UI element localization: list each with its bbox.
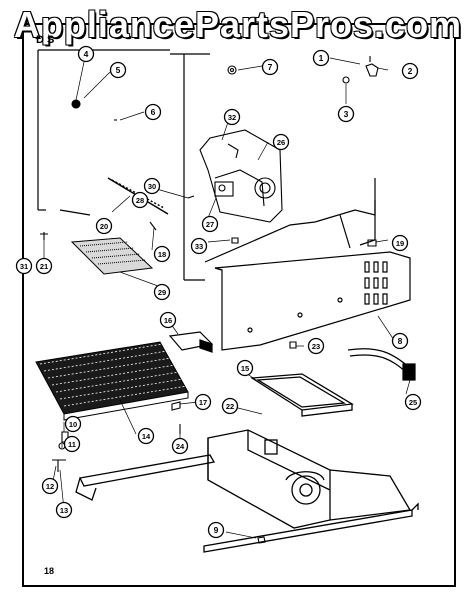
callout-circle-2 bbox=[401, 62, 419, 80]
callout-circle-15 bbox=[236, 359, 254, 377]
callout-label-33: 33 bbox=[195, 242, 203, 251]
section-mark: D S bbox=[36, 34, 55, 46]
callout-label-11: 11 bbox=[68, 440, 76, 449]
callout-circle-26 bbox=[272, 133, 290, 151]
condenser-coil bbox=[35, 341, 189, 421]
callout-circle-7 bbox=[261, 58, 279, 76]
callout-label-22: 22 bbox=[226, 402, 234, 411]
callout-label-6: 6 bbox=[151, 107, 156, 117]
callout-circle-25 bbox=[404, 393, 422, 411]
callout-label-31: 31 bbox=[20, 262, 28, 271]
callout-label-9: 9 bbox=[214, 525, 219, 535]
callout-label-3: 3 bbox=[344, 109, 349, 119]
coil-bracket bbox=[168, 331, 214, 353]
callout-label-24: 24 bbox=[176, 442, 185, 451]
callout-label-19: 19 bbox=[396, 239, 404, 248]
callout-circle-9 bbox=[207, 521, 225, 539]
callout-circle-12 bbox=[41, 477, 59, 495]
callout-circle-31 bbox=[15, 257, 33, 275]
callout-label-15: 15 bbox=[241, 364, 249, 373]
cabinet-outline bbox=[37, 49, 210, 281]
callout-label-16: 16 bbox=[164, 316, 172, 325]
page-border bbox=[22, 23, 456, 587]
back-cover-panel bbox=[214, 251, 411, 351]
callout-label-18: 18 bbox=[158, 250, 166, 259]
callout-label-21: 21 bbox=[40, 262, 48, 271]
base-frame bbox=[207, 429, 412, 529]
callout-circle-6 bbox=[144, 103, 162, 121]
callout-label-1: 1 bbox=[319, 53, 324, 63]
callout-label-23: 23 bbox=[312, 342, 320, 351]
callout-label-7: 7 bbox=[268, 62, 273, 72]
callout-circle-28 bbox=[131, 191, 149, 209]
callout-circle-30 bbox=[143, 177, 161, 195]
callout-circle-22 bbox=[221, 397, 239, 415]
callout-label-8: 8 bbox=[398, 336, 403, 346]
callout-circle-32 bbox=[223, 108, 241, 126]
callout-circle-3 bbox=[337, 105, 355, 123]
callout-circle-20 bbox=[95, 217, 113, 235]
callout-label-28: 28 bbox=[136, 196, 144, 205]
drain-tray bbox=[250, 373, 354, 417]
callout-label-5: 5 bbox=[116, 65, 121, 75]
callout-circle-23 bbox=[307, 337, 325, 355]
callout-label-20: 20 bbox=[100, 222, 108, 231]
callout-label-12: 12 bbox=[46, 482, 54, 491]
callout-circle-1 bbox=[312, 49, 330, 67]
callout-circle-4 bbox=[77, 45, 95, 63]
callout-circle-8 bbox=[391, 332, 409, 350]
callout-label-30: 30 bbox=[148, 182, 156, 191]
callout-label-2: 2 bbox=[408, 66, 413, 76]
callout-circle-29 bbox=[153, 283, 171, 301]
callout-label-10: 10 bbox=[69, 420, 77, 429]
callout-label-14: 14 bbox=[142, 432, 151, 441]
drain-pan-grid bbox=[70, 237, 154, 275]
power-cord bbox=[347, 348, 416, 381]
callout-circle-24 bbox=[171, 437, 189, 455]
leader-lines bbox=[43, 57, 411, 539]
callout-circle-17 bbox=[194, 393, 212, 411]
callout-label-25: 25 bbox=[409, 398, 417, 407]
callout-circle-10 bbox=[64, 415, 82, 433]
callout-label-26: 26 bbox=[277, 138, 285, 147]
callout-label-4: 4 bbox=[84, 49, 89, 59]
watermark: AppliancePartsPros.com bbox=[13, 4, 463, 45]
callout-circle-13 bbox=[55, 501, 73, 519]
rear-panel bbox=[204, 178, 376, 263]
frame-rail bbox=[75, 454, 419, 553]
callout-circle-21 bbox=[35, 257, 53, 275]
callout-circle-5 bbox=[109, 61, 127, 79]
callout-label-27: 27 bbox=[206, 220, 214, 229]
callout-label-32: 32 bbox=[228, 113, 236, 122]
callout-circle-18 bbox=[153, 245, 171, 263]
hardware bbox=[40, 56, 379, 544]
callout-label-17: 17 bbox=[199, 398, 207, 407]
callout-circle-19 bbox=[391, 234, 409, 252]
callout-circle-27 bbox=[201, 215, 219, 233]
callout-circle-33 bbox=[190, 237, 208, 255]
callout-label-13: 13 bbox=[60, 506, 68, 515]
control-bracket bbox=[199, 129, 283, 223]
callout-label-29: 29 bbox=[158, 288, 166, 297]
callout-circle-11 bbox=[63, 435, 81, 453]
callout-circle-14 bbox=[137, 427, 155, 445]
page-number: 18 bbox=[44, 566, 55, 576]
callout-group: 1234567891011121314151617181920212223242… bbox=[15, 45, 422, 539]
callout-circle-16 bbox=[159, 311, 177, 329]
